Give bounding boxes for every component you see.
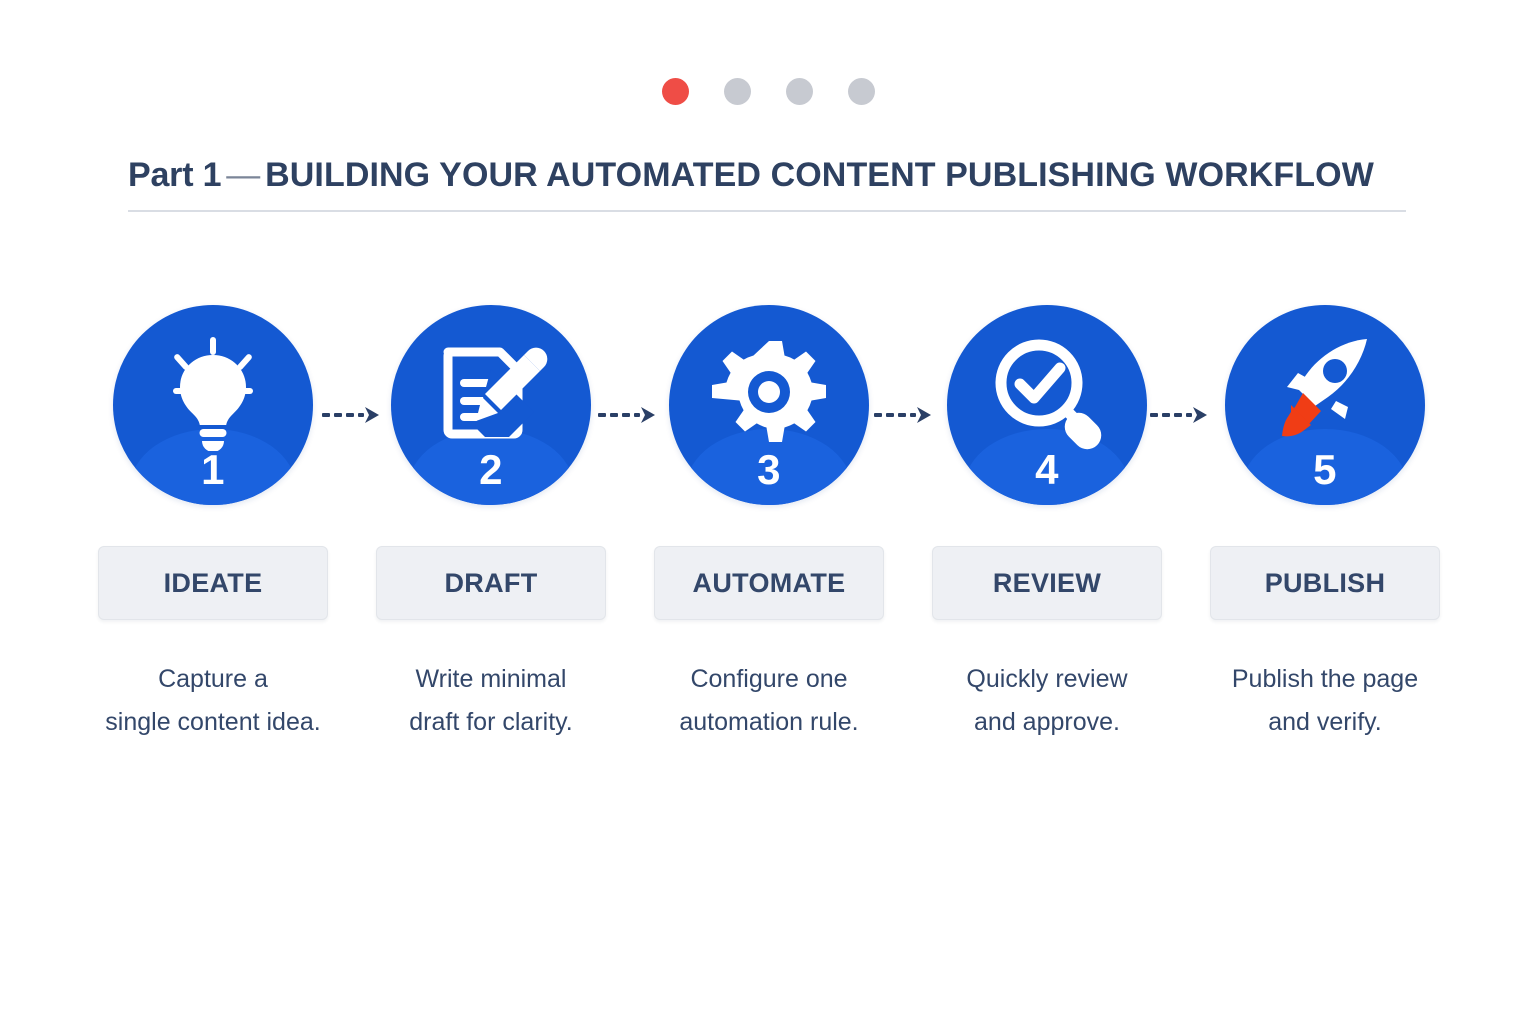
step-2-label-chip[interactable]: DRAFT bbox=[376, 546, 606, 620]
step-1-label-chip[interactable]: IDEATE bbox=[98, 546, 328, 620]
step-4-circle: 4 bbox=[947, 305, 1147, 505]
connector-arrow-4 bbox=[1150, 405, 1208, 425]
step-1-caption-line1: Capture a bbox=[158, 665, 268, 693]
workflow-step-1[interactable]: 1 IDEATE Capture a single content idea. bbox=[98, 305, 328, 744]
document-pencil-icon bbox=[431, 331, 551, 451]
carousel-dot-1[interactable] bbox=[661, 78, 689, 105]
carousel-dot-3[interactable] bbox=[785, 78, 813, 105]
step-2-label: DRAFT bbox=[444, 567, 538, 598]
workflow-step-2[interactable]: 2 DRAFT Write minimal draft for clarity. bbox=[376, 305, 606, 744]
page-title-dash: — bbox=[226, 156, 261, 194]
step-4-caption-line2: and approve. bbox=[974, 708, 1120, 736]
step-5-label-chip[interactable]: PUBLISH bbox=[1210, 546, 1440, 620]
step-1-number: 1 bbox=[201, 446, 225, 493]
gear-icon bbox=[709, 331, 829, 451]
step-2-circle: 2 bbox=[391, 305, 591, 505]
step-3-label-chip[interactable]: AUTOMATE bbox=[654, 546, 884, 620]
step-1-circle: 1 bbox=[113, 305, 313, 505]
title-divider bbox=[128, 209, 1406, 212]
workflow-step-5[interactable]: 5 PUBLISH Publish the page and verify. bbox=[1210, 305, 1440, 744]
step-2-caption-line2: draft for clarity. bbox=[409, 708, 573, 736]
step-4-number: 4 bbox=[1035, 446, 1059, 493]
step-3-label: AUTOMATE bbox=[692, 567, 846, 598]
page-title-block: Part 1—BUILDING YOUR AUTOMATED CONTENT P… bbox=[128, 155, 1408, 212]
step-5-caption: Publish the page and verify. bbox=[1200, 658, 1450, 744]
connector-arrow-1 bbox=[322, 405, 380, 425]
workflow-step-4[interactable]: 4 REVIEW Quickly review and approve. bbox=[932, 305, 1162, 744]
step-5-label: PUBLISH bbox=[1264, 567, 1386, 598]
step-5-caption-line1: Publish the page bbox=[1231, 665, 1419, 693]
step-1-label: IDEATE bbox=[163, 567, 263, 598]
page-title-rest: BUILDING YOUR AUTOMATED CONTENT PUBLISHI… bbox=[265, 156, 1374, 194]
carousel-dots bbox=[0, 78, 1536, 105]
step-5-number: 5 bbox=[1313, 446, 1337, 493]
magnifier-check-icon bbox=[987, 331, 1107, 451]
step-2-caption: Write minimal draft for clarity. bbox=[366, 658, 616, 744]
page-title-part: Part 1 bbox=[128, 156, 222, 194]
connector-arrow-2 bbox=[598, 405, 656, 425]
step-4-caption: Quickly review and approve. bbox=[922, 658, 1172, 744]
step-3-number: 3 bbox=[757, 446, 781, 493]
rocket-icon bbox=[1265, 331, 1385, 451]
step-2-number: 2 bbox=[479, 446, 503, 493]
step-5-caption-line2: and verify. bbox=[1268, 708, 1382, 736]
workflow-steps: 1 IDEATE Capture a single content idea. bbox=[98, 305, 1440, 744]
step-3-caption: Configure one automation rule. bbox=[644, 658, 894, 744]
page-title: Part 1—BUILDING YOUR AUTOMATED CONTENT P… bbox=[128, 155, 1408, 196]
step-5-circle: 5 bbox=[1225, 305, 1425, 505]
lightbulb-icon bbox=[153, 331, 273, 452]
carousel-dot-2[interactable] bbox=[723, 78, 751, 105]
step-4-caption-line1: Quickly review bbox=[966, 665, 1128, 693]
step-4-label: REVIEW bbox=[992, 567, 1102, 598]
step-2-caption-line1: Write minimal bbox=[415, 665, 567, 693]
step-4-label-chip[interactable]: REVIEW bbox=[932, 546, 1162, 620]
step-3-caption-line1: Configure one bbox=[690, 665, 848, 693]
connector-arrow-3 bbox=[874, 405, 932, 425]
step-1-caption: Capture a single content idea. bbox=[88, 658, 338, 744]
step-3-circle: 3 bbox=[669, 305, 869, 505]
step-1-caption-line2: single content idea. bbox=[105, 708, 321, 736]
carousel-dot-4[interactable] bbox=[847, 78, 875, 105]
workflow-step-3[interactable]: 3 AUTOMATE Configure one automation rule… bbox=[654, 305, 884, 744]
step-3-caption-line2: automation rule. bbox=[679, 708, 859, 736]
